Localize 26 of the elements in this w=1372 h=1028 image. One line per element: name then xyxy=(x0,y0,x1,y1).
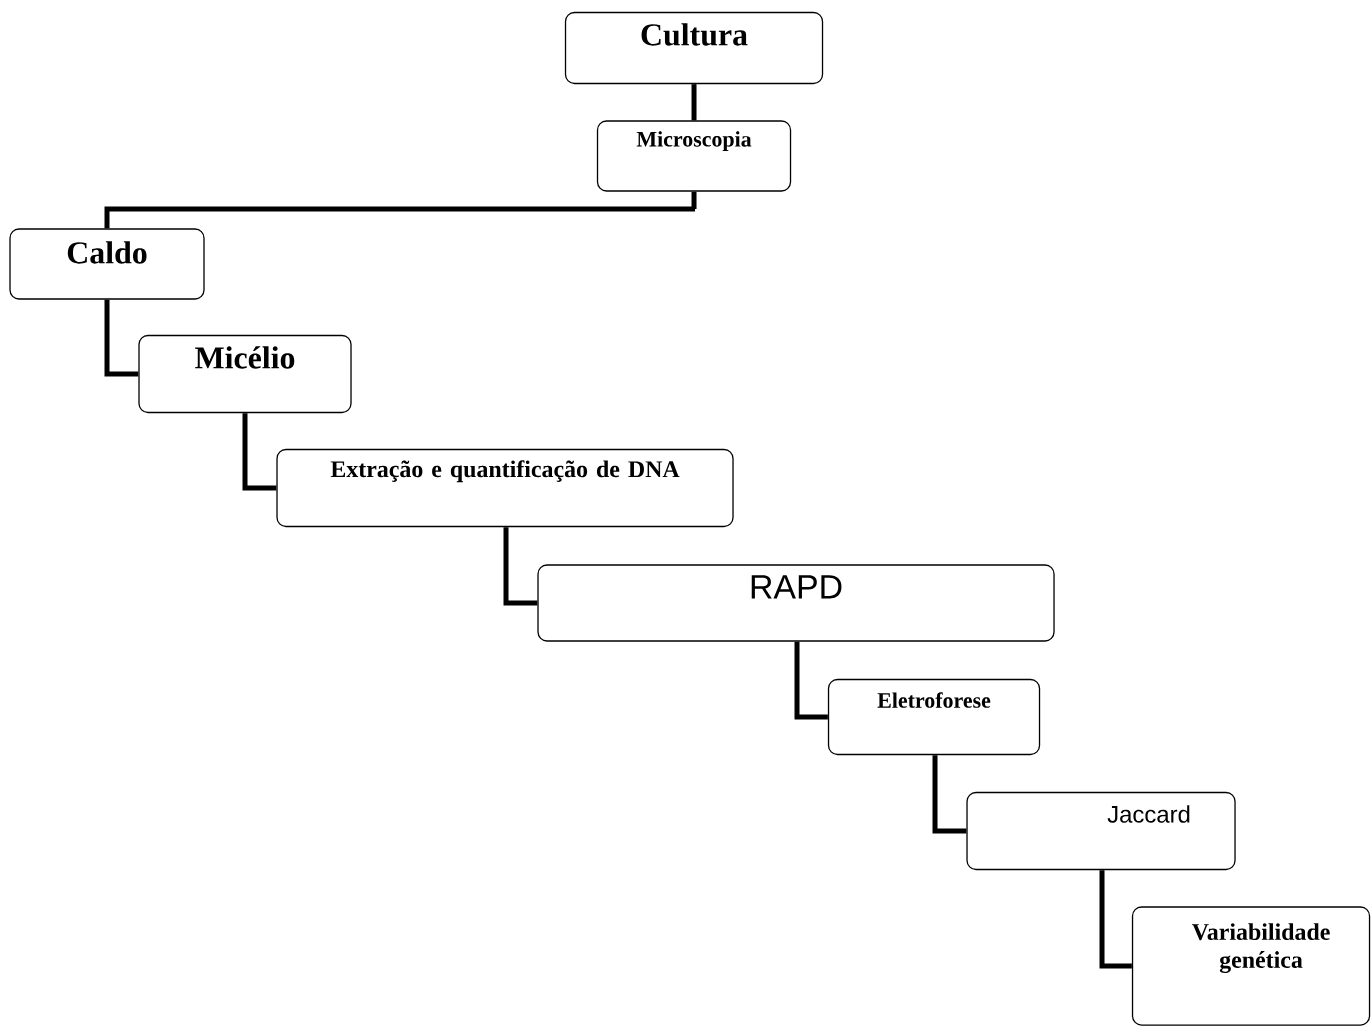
box-label: Microscopia xyxy=(636,131,752,152)
box-label: Variabilidade genética xyxy=(1192,923,1330,973)
connector-line xyxy=(932,755,967,834)
connector-line xyxy=(794,641,828,720)
connector-line xyxy=(242,413,277,491)
process-box xyxy=(966,791,1236,871)
process-box xyxy=(827,678,1041,756)
box-label: Eletroforese xyxy=(877,692,991,708)
box-label: RAPD xyxy=(751,575,842,599)
box-label: Caldo xyxy=(67,241,147,264)
connector-line xyxy=(691,84,697,121)
connector-line xyxy=(104,299,139,377)
connector-line xyxy=(104,191,698,229)
process-box xyxy=(537,564,1055,642)
process-box xyxy=(9,228,205,300)
box-label: Cultura xyxy=(641,23,748,46)
process-box xyxy=(564,11,824,85)
process-box xyxy=(1131,906,1371,1026)
process-box xyxy=(276,448,734,528)
connector-line xyxy=(1099,870,1132,969)
box-label: Micélio xyxy=(195,346,295,369)
connector-line xyxy=(503,527,538,606)
process-box xyxy=(138,334,352,414)
box-label: Extração e quantificação de DNA xyxy=(330,460,680,483)
process-box xyxy=(596,120,792,192)
box-label: Jaccard xyxy=(1107,805,1190,823)
